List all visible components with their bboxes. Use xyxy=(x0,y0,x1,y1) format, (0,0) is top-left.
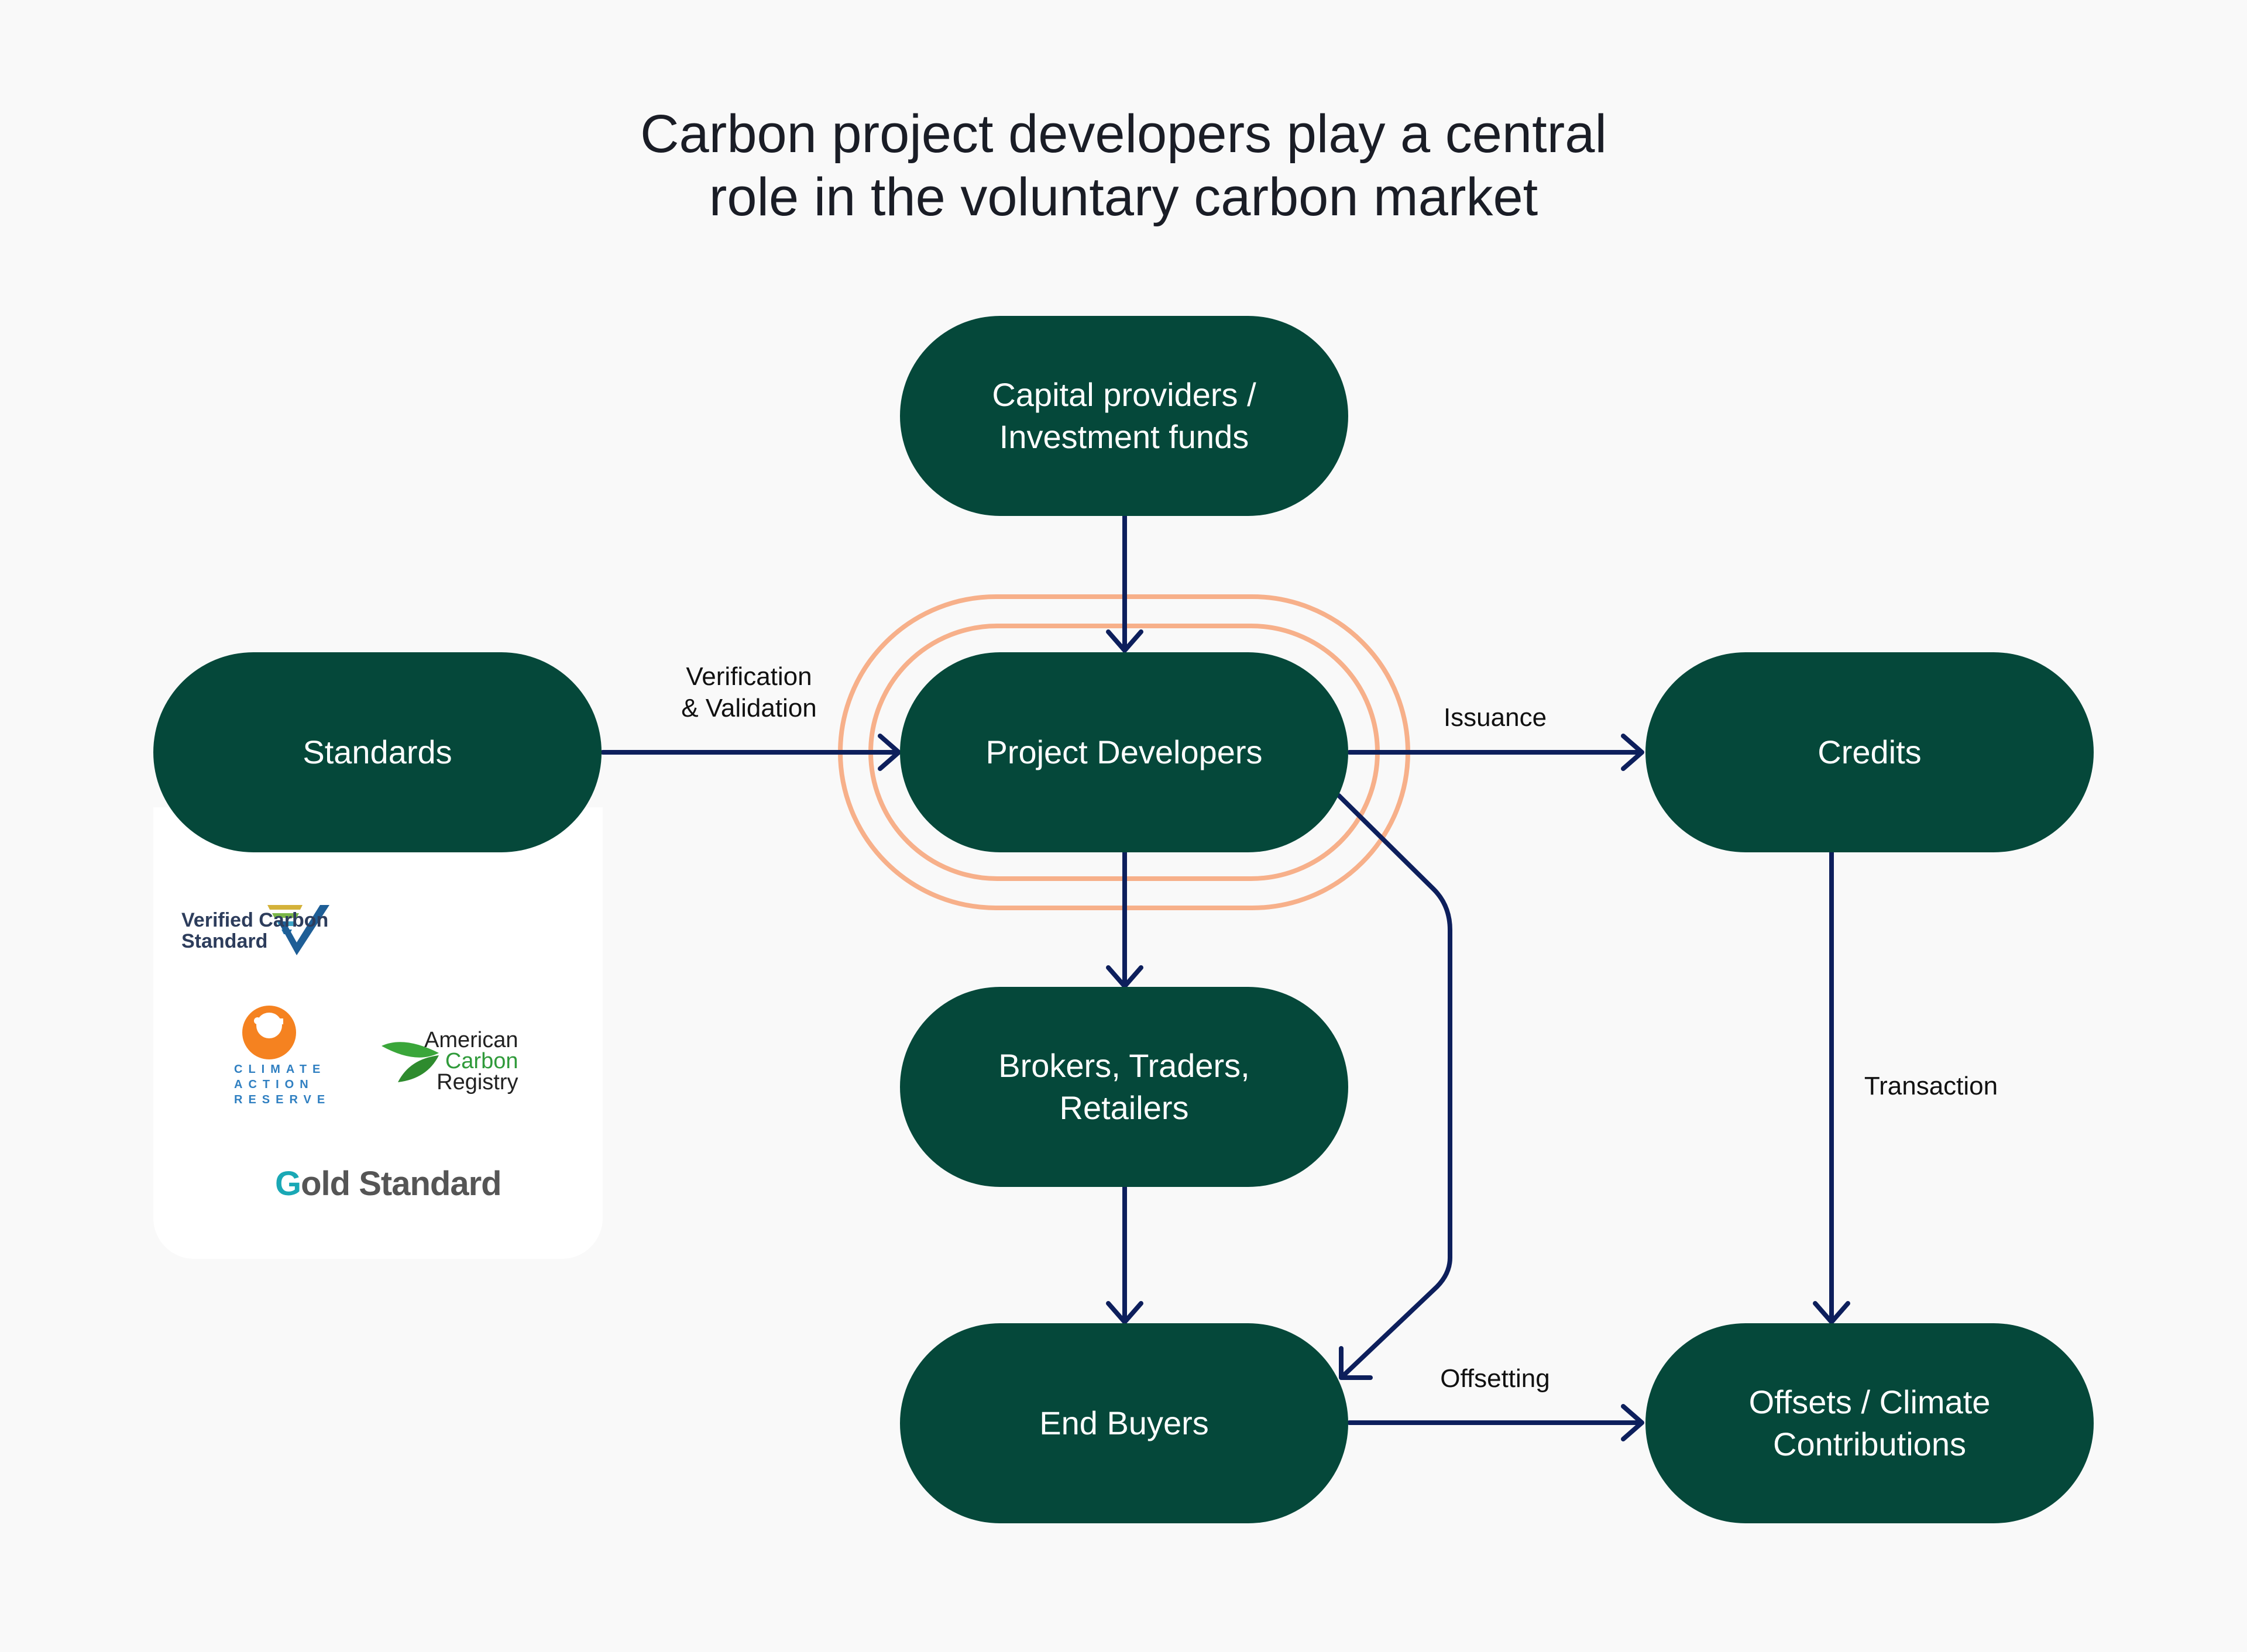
node-credits[interactable]: Credits xyxy=(1645,652,2094,852)
vcs-logo-icon xyxy=(267,905,329,955)
node-offsets-label: Offsets / Climate Contributions xyxy=(1748,1383,1991,1462)
arrow-brokers-to-buyers xyxy=(1106,1184,1143,1324)
arrow-standards-to-developers xyxy=(600,734,901,771)
node-brokers-label: Brokers, Traders, Retailers xyxy=(998,1047,1250,1126)
arrow-developers-to-credits xyxy=(1347,734,1644,771)
climate-action-reserve-logo-text: CLIMATE ACTION RESERVE xyxy=(234,1063,331,1106)
node-capital-providers-label: Capital providers / Investment funds xyxy=(992,376,1256,455)
node-end-buyers[interactable]: End Buyers xyxy=(900,1323,1348,1523)
node-standards-label: Standards xyxy=(303,734,452,770)
node-credits-label: Credits xyxy=(1817,734,1922,770)
title-line-1: Carbon project developers play a central xyxy=(640,104,1607,164)
node-capital-providers[interactable]: Capital providers / Investment funds xyxy=(900,316,1348,516)
edge-label-transaction: Transaction xyxy=(1864,1072,1998,1100)
arrow-developers-to-buyers xyxy=(1336,793,1452,1380)
edge-label-verification: Verification & Validation xyxy=(681,662,817,722)
node-end-buyers-label: End Buyers xyxy=(1039,1405,1209,1441)
vcs-logo-text: Verified Carbon Standard xyxy=(181,909,329,952)
climate-action-reserve-logo-icon xyxy=(242,1006,296,1059)
node-project-developers-label: Project Developers xyxy=(985,734,1263,770)
arrow-developers-to-brokers xyxy=(1106,850,1143,989)
american-carbon-registry-logo-text: American Carbon Registry xyxy=(424,1028,518,1095)
node-project-developers[interactable]: Project Developers xyxy=(900,652,1348,852)
gold-standard-g: G xyxy=(275,1165,301,1203)
edge-label-offsetting: Offsetting xyxy=(1440,1364,1550,1393)
gold-standard-text: old Standard xyxy=(301,1165,501,1203)
acr-line-1: American xyxy=(424,1028,518,1052)
arrow-capital-to-developers xyxy=(1106,514,1143,653)
node-offsets[interactable]: Offsets / Climate Contributions xyxy=(1645,1323,2094,1523)
acr-line-3: Registry xyxy=(437,1070,518,1095)
node-standards[interactable]: Standards xyxy=(153,652,602,852)
gold-standard-logo: Gold Standard xyxy=(275,1164,502,1203)
standards-logo-card xyxy=(153,807,603,1259)
arrow-buyers-to-offsets xyxy=(1347,1404,1644,1441)
american-carbon-registry-leaf-icon xyxy=(382,1042,439,1082)
node-brokers[interactable]: Brokers, Traders, Retailers xyxy=(900,987,1348,1187)
acr-line-2: Carbon xyxy=(445,1049,518,1073)
edge-label-issuance: Issuance xyxy=(1443,703,1547,732)
arrow-credits-to-offsets xyxy=(1813,850,1850,1324)
title-line-2: role in the voluntary carbon market xyxy=(709,167,1538,227)
diagram-title: Carbon project developers play a central… xyxy=(0,102,2247,229)
